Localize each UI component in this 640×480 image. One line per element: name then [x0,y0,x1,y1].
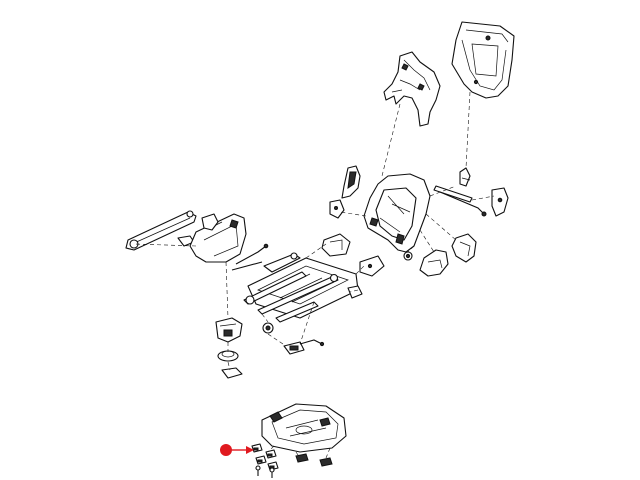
fastener-pad-2 [319,457,333,467]
small-clip-right [347,285,363,299]
callout-dot [220,444,232,456]
lumbar-motor [215,317,243,343]
right-hinge-bracket [491,187,509,217]
harness-plug [283,341,305,355]
cushion-cross-tube [243,271,339,315]
wire-connector [299,339,325,347]
fastener-screw-1 [255,465,261,476]
fastener-clip-3 [255,455,267,465]
shield-cover [419,249,449,277]
fastener-screw-2 [269,467,275,478]
leader-lines [133,91,495,371]
left-rail [125,210,197,251]
headrest-bracket [459,167,471,187]
seatback-main-frame [363,173,431,253]
fastener-clip-2 [265,449,277,459]
side-cover [201,213,219,231]
seatback-panel [451,21,515,99]
fastener-clip-1 [251,443,263,453]
pivot-bolt [403,251,413,261]
right-link-bracket [359,255,385,277]
seatback-side-frame [383,51,441,127]
rear-rail [262,301,319,334]
height-link [263,252,301,273]
cross-rod [433,185,487,217]
mounting-pad [221,367,243,379]
recliner-cover [451,233,477,263]
seat-bottom-pan [261,403,347,453]
callout-marker [220,444,254,456]
fastener-pad-1 [295,453,309,463]
small-clip [329,199,345,219]
adjuster-cable [231,243,269,271]
motor-gear [217,350,239,362]
callout-arrow-head [246,446,254,454]
side-airbag-cover [341,165,361,199]
motor-bracket [321,233,351,257]
